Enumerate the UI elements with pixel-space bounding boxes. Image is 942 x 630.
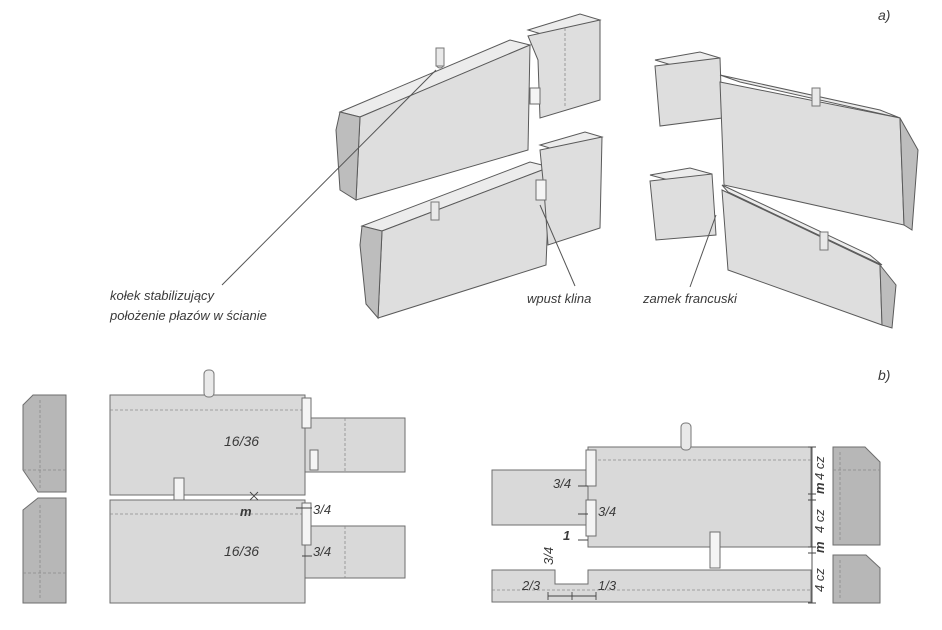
iso-beam-upper-right [654,51,919,231]
dim-3-4-e: 3/4 [541,547,556,565]
annotation-dowel-2: położenie płazów w ścianie [109,308,267,323]
dowel-upper-right [811,87,821,107]
wedge-slot-lower [535,179,547,201]
dim-3-4-d: 3/4 [598,504,616,519]
wedge-slot-upper [529,87,541,105]
dim-4cz-a: 4 cz [812,456,827,480]
annotation-dowel-1: kołek stabilizujący [110,288,216,303]
dim-3-4-b: 3/4 [313,544,331,559]
end-section-right [832,446,881,604]
annotation-french-lock: zamek francuski [642,291,738,306]
leader-wedge [539,204,576,287]
dowel-stem [435,47,445,67]
dimension-ticks-left [249,491,312,557]
iso-beam-lower-left [359,131,604,320]
dim-1: 1 [563,528,570,543]
section-label-bottom: 16/36 [224,543,259,559]
panel-label-a: a) [878,7,890,23]
dim-m-a: m [812,482,827,494]
dimension-ticks-right [547,485,597,600]
dim-3-4-c: 3/4 [553,476,571,491]
dim-4cz-b: 4 cz [812,509,827,533]
leader-lock [689,214,717,288]
panel-label-b: b) [878,367,890,383]
vertical-dimension-chain [808,446,816,604]
dim-4cz-c: 4 cz [812,568,827,592]
elevation-right [491,422,812,603]
iso-beam-upper-left [335,13,602,201]
section-label-top: 16/36 [224,433,259,449]
dim-m-left: m [240,504,252,519]
dim-m-b: m [812,541,827,553]
end-section-left [22,394,67,604]
leader-dowel [221,69,437,286]
dowel-elevation [203,369,215,398]
annotation-wedge-slot: wpust klina [527,291,591,306]
dim-3-4-a: 3/4 [313,502,331,517]
elevation-left [109,369,406,604]
dowel-lower-left [430,201,440,221]
dim-2-3: 2/3 [521,578,541,593]
dowel-right-elevation [680,422,692,451]
iso-beam-lower-right [649,167,897,329]
dim-1-3: 1/3 [598,578,617,593]
dowel-lower-right [819,231,829,251]
